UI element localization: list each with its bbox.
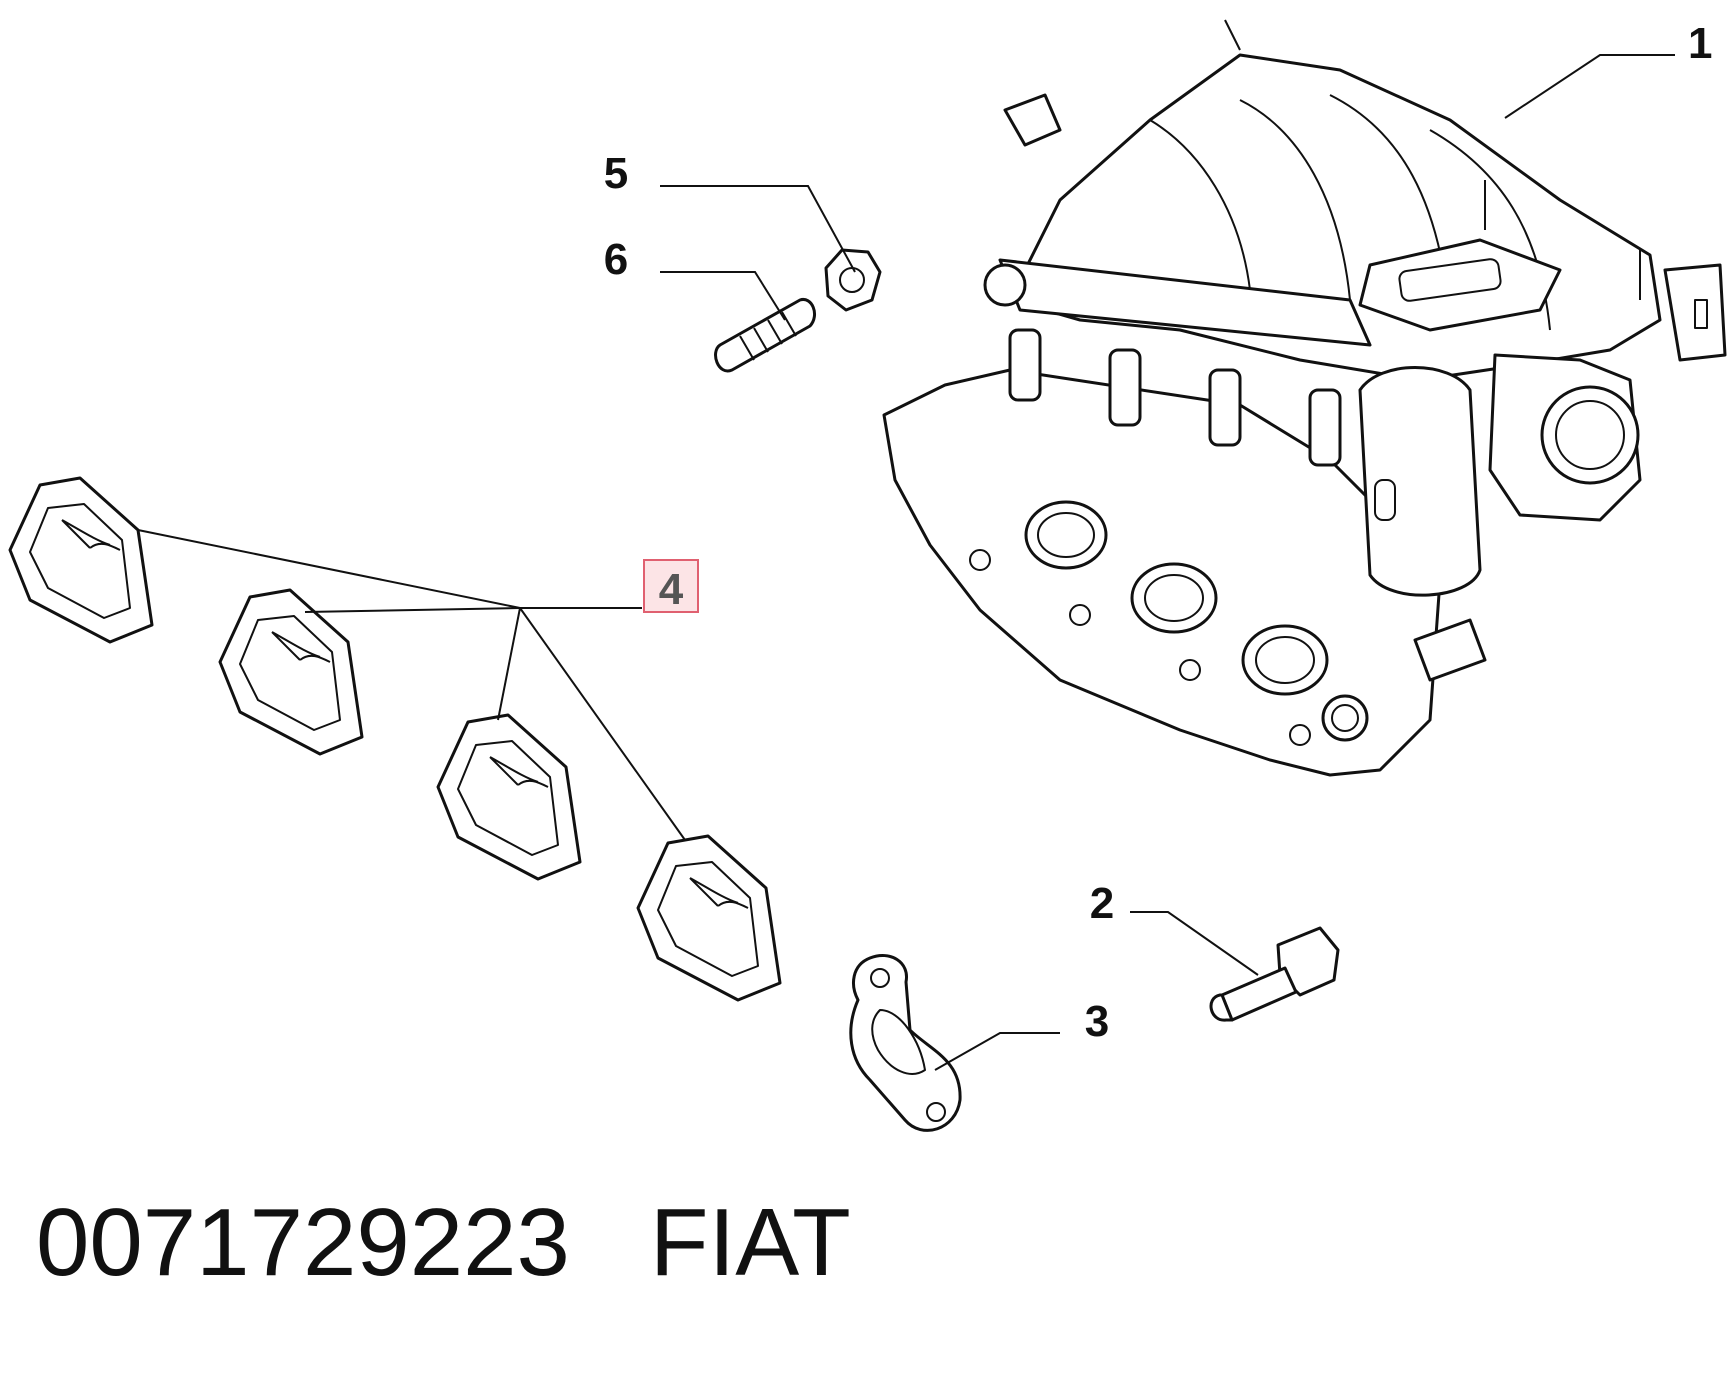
intake-manifold (882, 19, 1727, 777)
callout-4-highlight-box (643, 559, 699, 613)
brand-name: FIAT (649, 1189, 851, 1296)
port-gasket-2 (218, 588, 364, 756)
callout-1: 1 (1688, 19, 1712, 68)
small-gasket (849, 954, 962, 1132)
nut (824, 248, 882, 312)
part-number: 0071729223 (36, 1189, 570, 1296)
leader-lines (137, 54, 1675, 1071)
port-gasket-1 (8, 476, 154, 644)
callout-3: 3 (1085, 997, 1109, 1046)
callout-4: 4 (659, 565, 684, 614)
callout-2: 2 (1090, 879, 1114, 928)
part-number-caption: 0071729223 FIAT (36, 1195, 851, 1291)
port-gasket-4 (636, 834, 782, 1002)
port-gasket-3 (436, 713, 582, 881)
flange-bolt (1209, 926, 1340, 1022)
stud (714, 298, 816, 373)
callout-6: 6 (604, 235, 628, 284)
callout-5: 5 (604, 149, 628, 198)
